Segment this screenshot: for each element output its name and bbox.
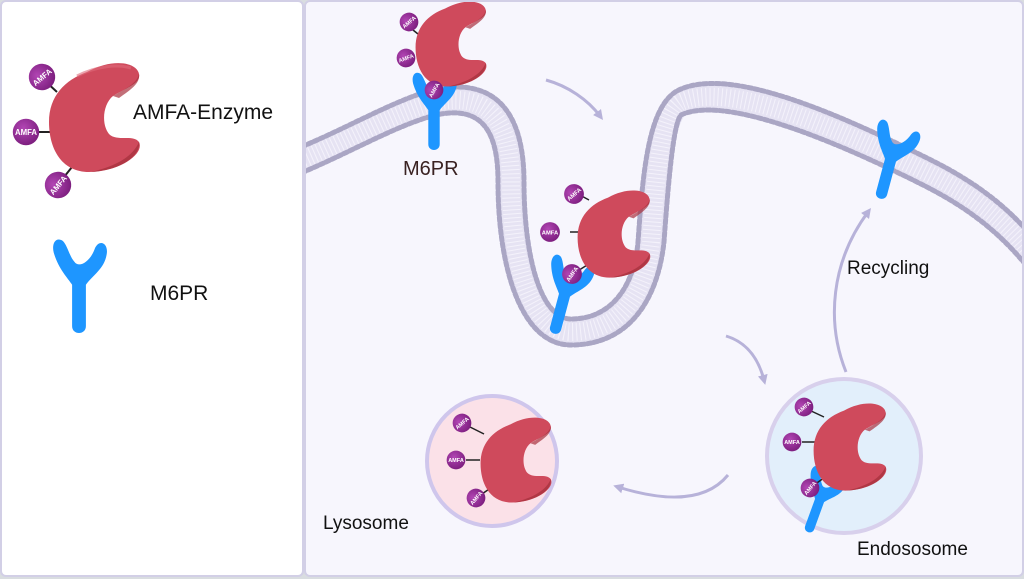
arrow-to-pit <box>545 78 604 120</box>
recycling-label: Recycling <box>847 258 930 279</box>
legend-receptor-label: M6PR <box>150 282 209 305</box>
endosome-label: Endososome <box>857 539 968 560</box>
legend-enzyme-label: AMFA-Enzyme <box>133 101 274 124</box>
lysosome-label: Lysosome <box>323 513 409 534</box>
legend-panel: AMFA AMFA-Enzyme M6PR <box>0 0 304 577</box>
legend-enzyme-icon <box>12 58 142 204</box>
arrow-recycling <box>832 207 871 373</box>
lysosome <box>425 394 559 528</box>
cell-membrane <box>306 80 1022 348</box>
endocytic-pit-complex <box>533 180 651 340</box>
legend-receptor-icon <box>53 239 107 333</box>
arrow-to-lysosome <box>613 474 730 499</box>
arrow-to-endosome <box>725 334 768 385</box>
surface-receptor-enzyme-complex <box>394 2 487 150</box>
endosome <box>765 377 923 539</box>
membrane-receptor-label: M6PR <box>403 158 459 180</box>
legend-graphics: AMFA <box>12 58 142 333</box>
main-diagram-panel: AMFA <box>304 0 1024 577</box>
diagram-graphics: AMFA <box>306 2 1022 539</box>
